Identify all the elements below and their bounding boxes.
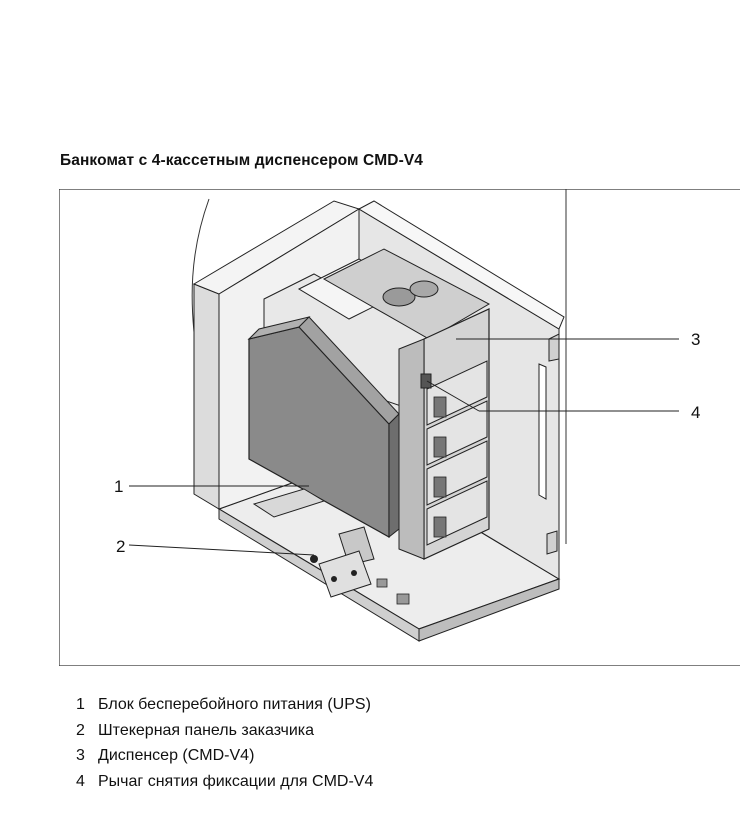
legend-text: Рычаг снятия фиксации для CMD-V4 (98, 772, 374, 790)
cassette-handles (433, 396, 447, 538)
panel-connector (310, 555, 318, 563)
wall-hinge-top (548, 333, 560, 362)
legend-item: 1 Блок бесперебойного питания (UPS) (76, 692, 373, 718)
legend-text: Штекерная панель заказчика (98, 721, 315, 739)
page-title: Банкомат с 4-кассетным диспенсером CMD-V… (60, 152, 424, 169)
atm-illustration: 1 2 3 4 (59, 189, 740, 666)
wall-hinge-bottom (546, 530, 558, 555)
callout-2: 2 (116, 537, 125, 556)
atm-diagram-frame: 1 2 3 4 (59, 189, 740, 666)
dispenser-roller (382, 287, 416, 307)
callout-1: 1 (114, 477, 123, 496)
leader-line-2 (128, 544, 315, 556)
panel-connector (331, 576, 337, 582)
floor-connector (376, 578, 388, 588)
leader-line-4a (426, 380, 480, 412)
panel-connector (351, 570, 357, 576)
legend-item: 4 Рычаг снятия фиксации для CMD-V4 (76, 769, 373, 795)
legend-number: 2 (76, 721, 85, 739)
legend-number: 4 (76, 772, 85, 790)
cabinet-floor-edge-right (418, 578, 560, 642)
cassette-handle (433, 516, 447, 538)
legend-item: 2 Штекерная панель заказчика (76, 718, 373, 744)
dispenser-roller-2 (409, 280, 439, 298)
floor-connector (396, 593, 410, 605)
customer-plug-panel (318, 550, 372, 598)
cassette-handle (433, 436, 447, 458)
floor-component (252, 488, 326, 518)
legend-text: Блок бесперебойного питания (UPS) (98, 696, 371, 713)
legend-list: 1 Блок бесперебойного питания (UPS) 2 Шт… (76, 692, 373, 794)
legend-number: 3 (76, 747, 85, 764)
release-lever (420, 373, 432, 389)
legend-text: Диспенсер (CMD-V4) (98, 747, 255, 764)
wall-slot (538, 363, 547, 500)
cabinet-right-top-edge (357, 200, 565, 330)
callout-4: 4 (691, 403, 700, 422)
cassette-handle (433, 396, 447, 418)
dispenser-side (398, 338, 425, 560)
ups-side (388, 412, 400, 539)
callout-3: 3 (691, 330, 700, 349)
legend-item: 3 Диспенсер (CMD-V4) (76, 743, 373, 769)
cassette-handle (433, 476, 447, 498)
legend-number: 1 (76, 696, 85, 713)
cabinet-left-wall-edge (193, 283, 220, 510)
